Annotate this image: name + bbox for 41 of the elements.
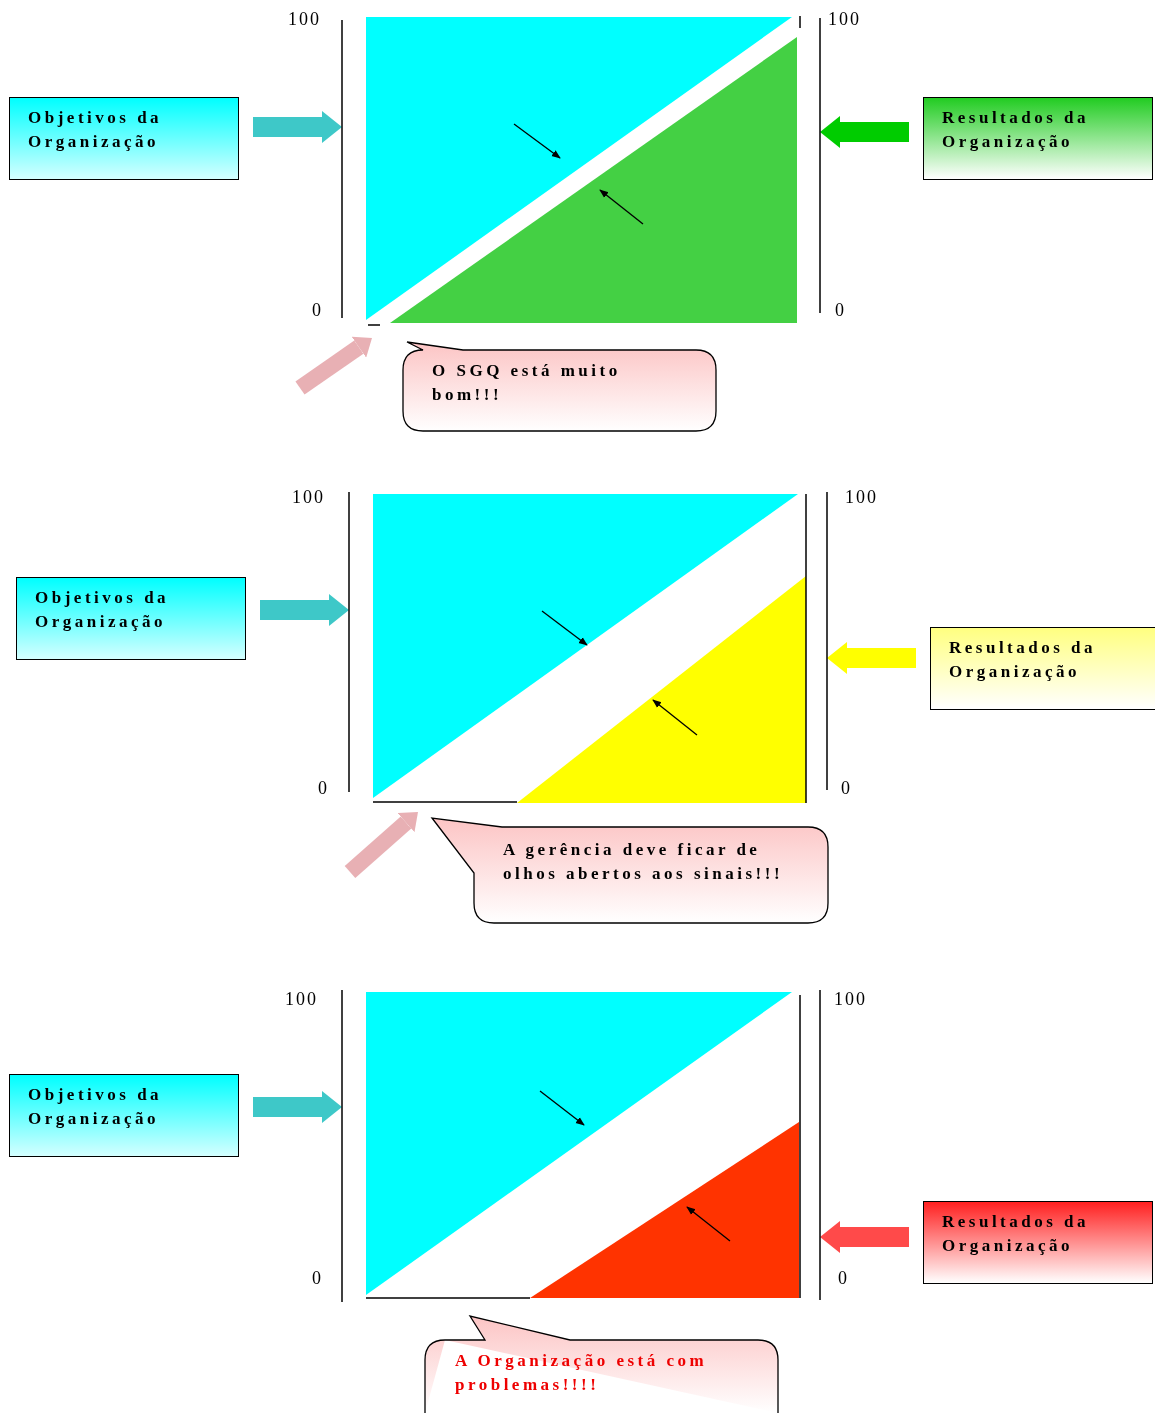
axis-value: 0 bbox=[838, 1268, 849, 1288]
box-label: Objetivos da Organização bbox=[35, 587, 171, 633]
axis-value: 100 bbox=[285, 989, 318, 1009]
speech-bubble bbox=[425, 1316, 778, 1413]
block-arrow bbox=[820, 1221, 909, 1253]
axis-value: 0 bbox=[312, 1268, 323, 1288]
box-label: Resultados da Organização bbox=[942, 107, 1091, 153]
box-label: Resultados da Organização bbox=[942, 1211, 1091, 1257]
objectives-box bbox=[9, 1074, 239, 1157]
axis-value: 0 bbox=[841, 778, 852, 798]
area-chart-drawing bbox=[342, 14, 820, 326]
block-arrow bbox=[827, 642, 916, 674]
objectives-box bbox=[16, 577, 246, 660]
block-arrow bbox=[260, 594, 349, 626]
objectives-box bbox=[9, 97, 239, 180]
callout-text: A gerência deve ficar de olhos abertos aos sinais!!! bbox=[503, 839, 785, 885]
callout-text: O SGQ está muito bom!!! bbox=[432, 360, 622, 406]
results-box bbox=[930, 627, 1155, 710]
speech-bubble bbox=[403, 342, 716, 431]
speech-bubble bbox=[432, 818, 829, 924]
area-chart-drawing bbox=[342, 988, 820, 1302]
block-arrow bbox=[253, 1091, 342, 1123]
box-label: Objetivos da Organização bbox=[28, 1084, 164, 1130]
axis-value: 0 bbox=[835, 300, 846, 320]
axis-value: 100 bbox=[845, 487, 878, 507]
axis-value: 0 bbox=[312, 300, 323, 320]
block-arrow bbox=[253, 111, 342, 143]
axis-value: 100 bbox=[834, 989, 867, 1009]
box-label: Resultados da Organização bbox=[949, 637, 1098, 683]
axis-value: 100 bbox=[828, 9, 861, 29]
pointer-arrow bbox=[295, 336, 372, 395]
block-arrow bbox=[820, 116, 909, 148]
axis-value: 0 bbox=[318, 778, 329, 798]
area-chart-drawing bbox=[349, 490, 827, 806]
pointer-arrow bbox=[344, 812, 418, 878]
results-box bbox=[923, 1201, 1153, 1284]
axis-value: 100 bbox=[288, 9, 321, 29]
callout-text: A Organização está com problemas!!!! bbox=[455, 1350, 709, 1396]
axis-value: 100 bbox=[292, 487, 325, 507]
results-box bbox=[923, 97, 1153, 180]
box-label: Objetivos da Organização bbox=[28, 107, 164, 153]
